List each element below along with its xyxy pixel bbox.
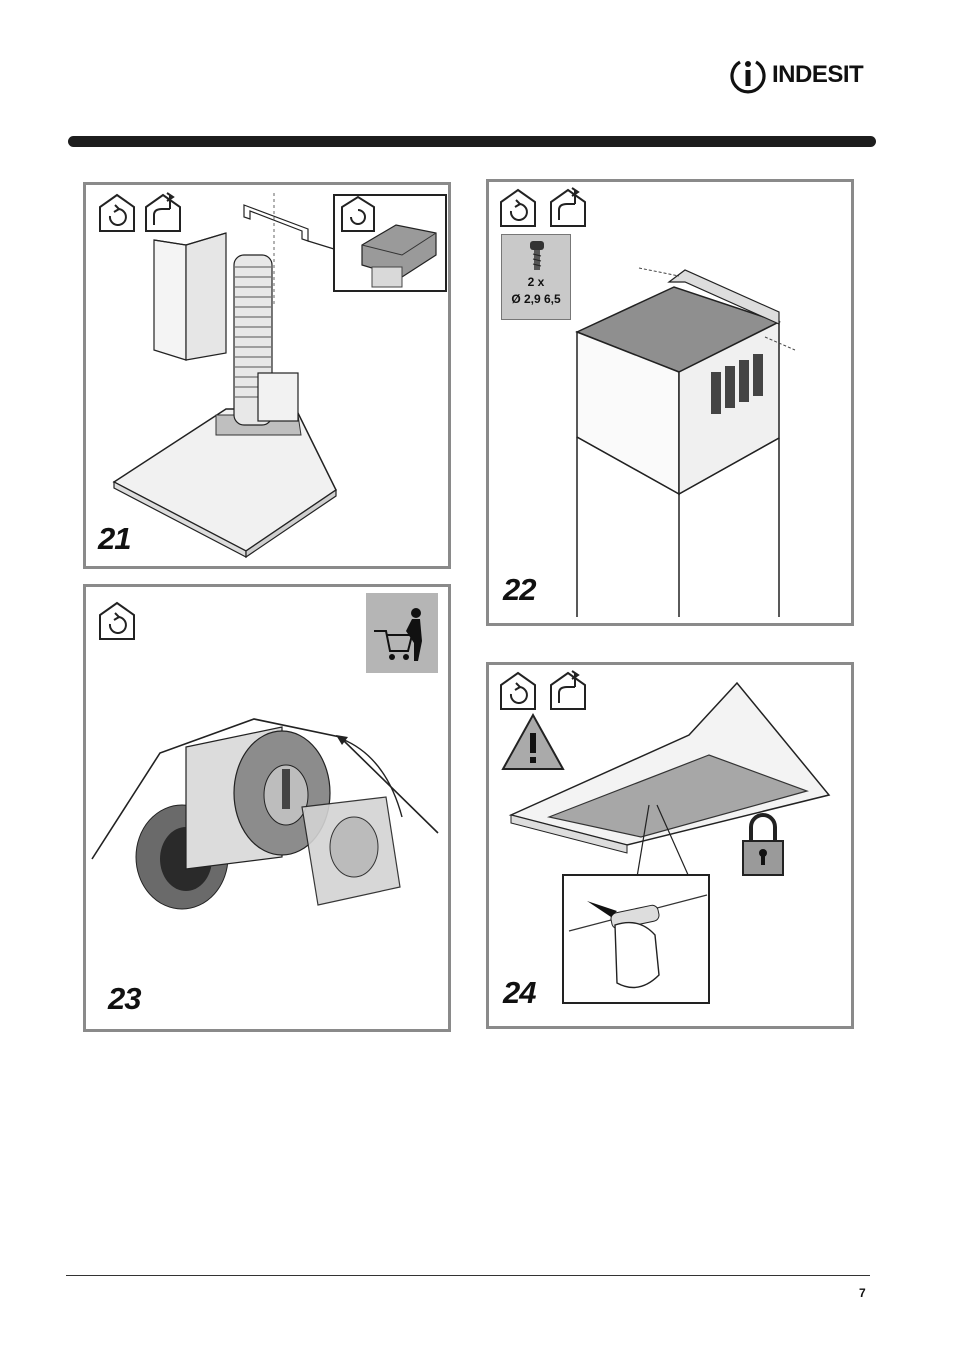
cooker-hood-illustration	[114, 193, 336, 557]
figure-24: 24	[486, 662, 854, 1029]
extraction-house-icon	[146, 193, 180, 231]
brand-logo: INDESIT	[728, 56, 873, 96]
screw-icon	[502, 235, 572, 275]
figure-number: 22	[503, 572, 535, 608]
recirculation-house-icon	[501, 673, 535, 709]
brand-name: INDESIT	[772, 61, 863, 89]
extraction-house-icon	[551, 188, 585, 226]
figure-number: 21	[98, 521, 130, 557]
screw-spec-box: 2 x Ø 2,9 6,5	[501, 234, 571, 320]
screw-quantity: 2 x	[502, 275, 570, 289]
warning-icon	[503, 715, 563, 769]
padlock-icon	[743, 815, 783, 875]
chimney-illustration	[577, 268, 795, 617]
footer-divider	[66, 1275, 870, 1276]
figure-number: 23	[108, 981, 140, 1017]
header-divider	[68, 136, 876, 147]
figure-number: 24	[503, 975, 535, 1011]
figure-23: 23	[83, 584, 451, 1032]
inset-detail	[334, 195, 446, 291]
recirculation-house-icon	[100, 603, 134, 639]
page-number: 7	[859, 1286, 866, 1300]
filter-illustration	[92, 719, 438, 909]
figure-22: 2 x Ø 2,9 6,5 22	[486, 179, 854, 626]
figure-21: 21	[83, 182, 451, 569]
extraction-house-icon	[551, 671, 585, 709]
screw-size: Ø 2,9 6,5	[502, 292, 570, 306]
recirculation-house-icon	[501, 190, 535, 226]
shopping-cart-icon	[366, 593, 438, 673]
latch-detail-inset	[563, 875, 709, 1003]
indesit-i-logo-icon	[728, 56, 768, 96]
recirculation-house-icon	[100, 195, 134, 231]
